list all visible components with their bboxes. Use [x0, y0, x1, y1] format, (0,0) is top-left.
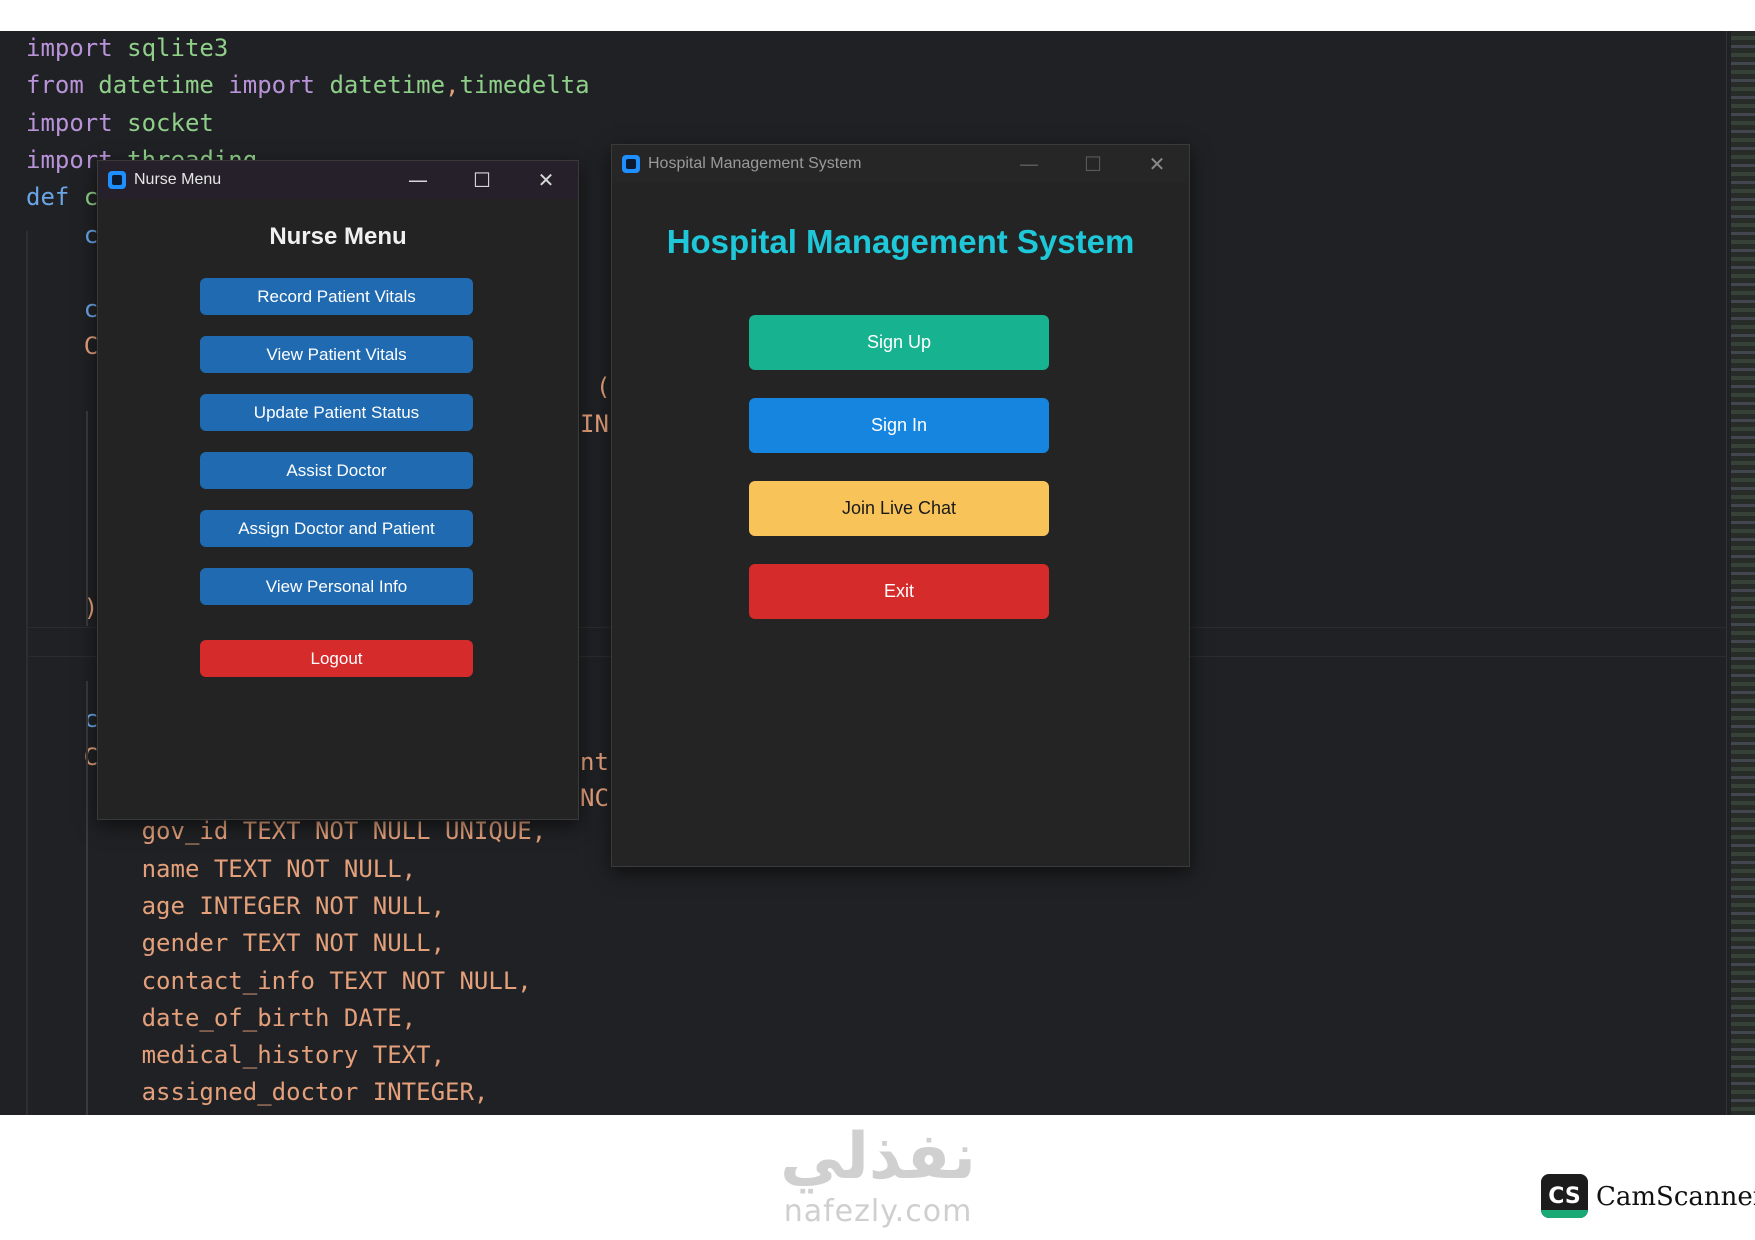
code-token: name TEXT NOT NULL, — [26, 854, 417, 883]
code-fragment: ( — [596, 373, 611, 401]
code-token: import — [26, 34, 128, 62]
code-line: gender TEXT NOT NULL, — [26, 928, 445, 958]
code-token: C — [26, 332, 99, 361]
code-token: datetime — [98, 71, 229, 100]
code-fragment: IN — [580, 410, 609, 438]
code-fragment: NC — [580, 784, 609, 812]
editor-minimap[interactable] — [1731, 31, 1755, 1115]
code-line: assigned_doctor INTEGER, — [26, 1077, 489, 1107]
code-token: gov_id TEXT NOT NULL UNIQUE, — [26, 817, 547, 846]
minimize-button[interactable]: — — [1019, 152, 1039, 176]
code-token: medical_history TEXT, — [26, 1041, 446, 1070]
minimize-button[interactable]: — — [408, 168, 428, 192]
code-token: , — [445, 71, 460, 100]
code-line: gov_id TEXT NOT NULL UNIQUE, — [26, 816, 547, 846]
view-personal-info-button[interactable]: View Personal Info — [200, 568, 473, 605]
code-line: age INTEGER NOT NULL, — [26, 891, 445, 921]
app-window-icon — [108, 171, 126, 189]
code-token: c — [26, 295, 99, 324]
hms-heading: Hospital Management System — [666, 223, 1135, 260]
app-window-icon — [622, 155, 640, 173]
camscanner-label: CamScanner — [1596, 1182, 1755, 1212]
window-controls: — ☐ ✕ — [997, 145, 1189, 183]
code-fragment: nt — [580, 748, 609, 776]
exit-button[interactable]: Exit — [749, 564, 1049, 619]
code-line: c — [26, 220, 98, 250]
code-token: import — [26, 108, 128, 137]
code-token: c — [26, 220, 99, 249]
nurse-menu-heading: Nurse Menu — [269, 223, 407, 250]
close-button[interactable]: ✕ — [1148, 152, 1166, 176]
indent-guide — [86, 411, 88, 626]
code-line: import socket — [26, 108, 214, 138]
code-token: datetime — [329, 71, 446, 100]
code-token: c — [83, 183, 99, 212]
watermark-arabic: نفذلي — [780, 1120, 976, 1194]
code-line: date_of_birth DATE, — [26, 1003, 417, 1033]
sign-up-button[interactable]: Sign Up — [749, 315, 1049, 370]
logout-button[interactable]: Logout — [200, 640, 473, 677]
code-line: C — [26, 331, 98, 361]
code-token: from — [26, 71, 99, 100]
record-patient-vitals-button[interactable]: Record Patient Vitals — [200, 278, 473, 315]
view-patient-vitals-button[interactable]: View Patient Vitals — [200, 336, 473, 373]
window-controls: — ☐ ✕ — [386, 161, 578, 199]
code-token: assigned_doctor INTEGER, — [26, 1078, 489, 1107]
maximize-button[interactable]: ☐ — [473, 168, 491, 192]
nurse-menu-window: Nurse Menu — ☐ ✕ Nurse Menu Record Patie… — [97, 160, 579, 820]
code-token: date_of_birth DATE, — [26, 1003, 417, 1032]
nafezly-watermark: نفذلي nafezly.com — [768, 1120, 988, 1240]
code-line: name TEXT NOT NULL, — [26, 854, 417, 884]
indent-guide — [26, 231, 28, 1115]
code-line: import sqlite3 — [26, 33, 228, 63]
code-token: socket — [127, 108, 214, 137]
assign-doctor-and-patient-button[interactable]: Assign Doctor and Patient — [200, 510, 473, 547]
code-line: contact_info TEXT NOT NULL, — [26, 966, 532, 996]
hms-window-title: Hospital Management System — [648, 155, 862, 172]
code-token: age INTEGER NOT NULL, — [26, 891, 446, 920]
nurse-window-titlebar[interactable]: Nurse Menu — ☐ ✕ — [98, 161, 578, 199]
code-token: sqlite3 — [127, 34, 229, 62]
camscanner-logo-icon: CS — [1541, 1174, 1588, 1218]
code-line: c — [26, 294, 98, 324]
code-line: def c — [26, 182, 98, 212]
code-token: contact_info TEXT NOT NULL, — [26, 966, 532, 995]
code-line: from datetime import datetime,timedelta — [26, 70, 590, 100]
close-button[interactable]: ✕ — [537, 168, 555, 192]
sign-in-button[interactable]: Sign In — [749, 398, 1049, 453]
indent-guide — [86, 681, 88, 1115]
code-token: def — [26, 183, 84, 212]
hospital-management-window: Hospital Management System — ☐ ✕ Hospita… — [611, 144, 1190, 867]
update-patient-status-button[interactable]: Update Patient Status — [200, 394, 473, 431]
hms-window-titlebar[interactable]: Hospital Management System — ☐ ✕ — [612, 145, 1189, 183]
maximize-button[interactable]: ☐ — [1084, 152, 1102, 176]
nurse-window-title: Nurse Menu — [134, 171, 222, 188]
code-line: medical_history TEXT, — [26, 1040, 445, 1070]
code-token: import — [228, 71, 330, 100]
editor-scrollbar[interactable] — [1726, 31, 1727, 1115]
join-live-chat-button[interactable]: Join Live Chat — [749, 481, 1049, 536]
watermark-domain: nafezly.com — [783, 1194, 973, 1229]
code-token: gender TEXT NOT NULL, — [26, 929, 446, 958]
code-token: timedelta — [459, 71, 590, 100]
assist-doctor-button[interactable]: Assist Doctor — [200, 452, 473, 489]
